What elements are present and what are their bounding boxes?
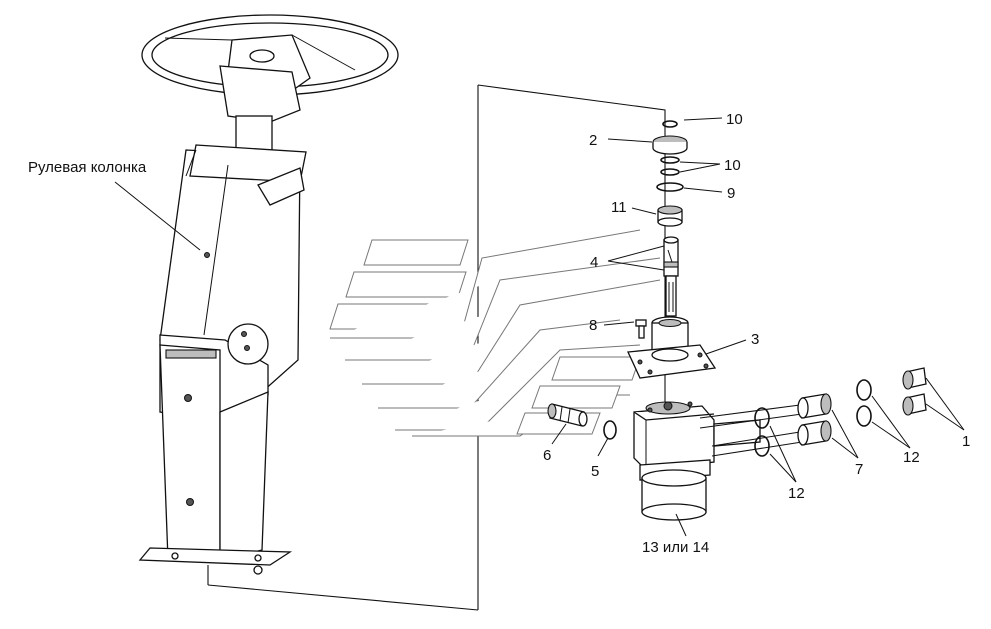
seals-12 [754,379,872,457]
steering-wheel [141,14,399,153]
label-part-7: 7 [855,461,863,478]
screw [635,319,647,339]
label-part-10-top: 10 [726,111,743,128]
flange-housing [627,316,717,379]
label-part-5: 5 [591,463,599,480]
label-part-12-b: 12 [903,449,920,466]
label-steering-column: Рулевая колонка [28,159,147,176]
plugs-1 [902,367,927,416]
label-part-2: 2 [589,132,597,149]
valve-body [633,401,761,521]
ghost-plates [329,229,661,437]
label-part-11: 11 [611,199,627,216]
fittings-7 [797,393,832,446]
splined-shaft [663,236,679,317]
seal-5 [603,420,617,440]
fitting-6 [547,403,588,427]
leader-lines [114,117,965,537]
label-part-9: 9 [727,185,735,202]
hydraulic-lines [699,404,803,457]
label-part-13-14: 13 или 14 [642,539,709,556]
steering-column [138,144,307,575]
label-part-6: 6 [543,447,551,464]
label-part-3: 3 [751,331,759,348]
label-part-1: 1 [962,433,970,450]
label-part-10-mid: 10 [724,157,741,174]
label-part-4: 4 [590,254,598,271]
upper-stack [652,120,688,227]
label-part-12-a: 12 [788,485,805,502]
label-part-8: 8 [589,317,597,334]
